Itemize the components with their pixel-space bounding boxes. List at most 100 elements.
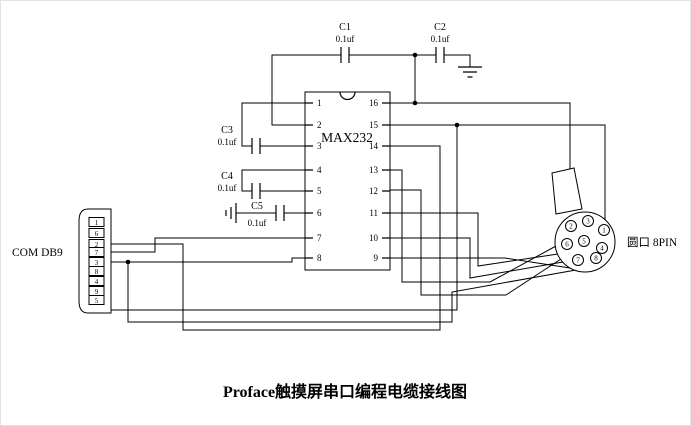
db9-pin-number: 5 — [95, 297, 99, 305]
db9-connector: 1 6 2 7 3 8 4 9 5 COM DB9 — [12, 208, 112, 314]
ic-notch — [339, 91, 356, 101]
round-connector-pins: 2 3 1 6 5 4 7 8 — [561, 215, 610, 266]
round-pin — [598, 224, 610, 236]
db9-pin-number: 3 — [95, 259, 99, 267]
round-pin-number: 2 — [569, 223, 573, 231]
capacitor-name: C1 — [339, 22, 351, 33]
ground-icon — [225, 203, 237, 223]
round-pin — [578, 235, 590, 247]
capacitor-c5: C5 0.1uf — [248, 201, 285, 228]
ic-pin-number: 9 — [374, 253, 379, 263]
capacitor-c1: C1 0.1uf — [336, 22, 355, 63]
db9-pin — [88, 247, 105, 257]
capacitor-name: C5 — [251, 201, 263, 212]
ground-icon — [458, 66, 482, 78]
ground-symbol-c5 — [225, 203, 237, 223]
wire-pin12-conn — [390, 189, 562, 296]
ic-pin-number: 12 — [369, 186, 378, 196]
ic-pin-number: 2 — [317, 120, 322, 130]
capacitor-c4: C4 0.1uf — [218, 171, 261, 199]
wire-c1-c2 — [349, 54, 436, 103]
capacitor-value: 0.1uf — [431, 34, 450, 44]
junction-dots — [125, 52, 460, 265]
round-pin-number: 5 — [582, 238, 586, 246]
wire-c3-net — [241, 102, 305, 147]
capacitor-plates — [340, 47, 350, 63]
wire-pin8-db9 — [104, 257, 305, 263]
ic-label: MAX232 — [321, 130, 373, 145]
db9-pin-number: 9 — [95, 288, 99, 296]
db9-pin-number: 6 — [95, 230, 99, 238]
max232-ic: MAX232 1 2 3 4 5 6 7 8 16 15 14 13 12 11… — [304, 91, 391, 271]
diagram-title: Proface触摸屏串口编程电缆接线图 — [223, 382, 467, 401]
ic-pin-number: 8 — [317, 253, 322, 263]
ic-pin-number: 6 — [317, 208, 322, 218]
db9-pin-number: 7 — [95, 249, 99, 257]
ic-pin-number: 7 — [317, 233, 322, 243]
ic-pin-number: 5 — [317, 186, 322, 196]
capacitor-value: 0.1uf — [336, 34, 355, 44]
wire-c2-gnd — [444, 54, 471, 67]
ic-pin-number: 1 — [317, 98, 322, 108]
round-pin-number: 3 — [586, 218, 590, 226]
round-pin — [590, 252, 602, 264]
ground-symbol-c2 — [458, 66, 482, 78]
wire-db9pin2-pin14 — [104, 145, 441, 331]
capacitor-plates — [251, 183, 261, 199]
junction-dot — [454, 122, 460, 128]
ic-pin-number: 10 — [369, 233, 379, 243]
round-pin — [561, 238, 573, 250]
ic-pin-number: 3 — [317, 141, 322, 151]
ic-pin-number: 13 — [369, 165, 379, 175]
db9-pin-number: 1 — [95, 219, 99, 227]
ic-pin-number: 15 — [369, 120, 379, 130]
round-connector: 2 3 1 6 5 4 7 8 圆口 8PIN — [551, 167, 678, 273]
round-pin-number: 6 — [565, 241, 569, 249]
junction-dot — [125, 259, 131, 265]
round-pin — [582, 215, 594, 227]
wire-pin2-c1 — [271, 54, 341, 126]
db9-pin-number: 4 — [95, 278, 99, 286]
capacitor-plates — [435, 47, 445, 63]
junction-dot — [412, 100, 418, 106]
wire-c4-net — [241, 169, 305, 192]
db9-pins: 1 6 2 7 3 8 4 9 5 — [88, 217, 105, 305]
wire-pin16-net — [390, 102, 571, 208]
ic-body — [304, 91, 391, 271]
wire-pin7-db9 — [104, 237, 305, 253]
junction-dot — [412, 52, 418, 58]
round-pin-number: 8 — [594, 255, 598, 263]
round-pin-number: 7 — [576, 257, 580, 265]
ic-pin-number: 4 — [317, 165, 322, 175]
ic-pin-number: 11 — [369, 208, 378, 218]
ic-pin-number: 16 — [369, 98, 379, 108]
round-pin — [596, 242, 608, 254]
wire-pin13-conn — [390, 169, 557, 283]
db9-label: COM DB9 — [12, 247, 63, 259]
round-pin-number: 4 — [600, 245, 604, 253]
wire-pin9-conn — [390, 257, 571, 269]
capacitor-value: 0.1uf — [218, 183, 237, 193]
round-connector-label: 圆口 8PIN — [627, 236, 678, 249]
capacitor-c3: C3 0.1uf — [218, 125, 261, 154]
db9-pin — [88, 217, 105, 227]
db9-pin — [88, 276, 105, 286]
db9-pin — [88, 295, 105, 305]
ic-pin-number: 14 — [369, 141, 379, 151]
round-pin — [565, 220, 577, 232]
round-pin-number: 1 — [602, 227, 606, 235]
round-connector-boot — [551, 167, 583, 215]
wire-db9pin3-branch — [127, 262, 577, 323]
round-pin — [572, 254, 584, 266]
capacitor-value: 0.1uf — [218, 137, 237, 147]
capacitor-plates — [251, 138, 261, 154]
ic-pin-ticks — [305, 102, 390, 259]
db9-pin-number: 2 — [95, 241, 99, 249]
db9-pin-number: 8 — [95, 268, 99, 276]
db9-pin — [88, 266, 105, 276]
db9-pin — [88, 228, 105, 238]
capacitor-name: C3 — [221, 125, 233, 136]
capacitor-plates — [275, 205, 285, 221]
